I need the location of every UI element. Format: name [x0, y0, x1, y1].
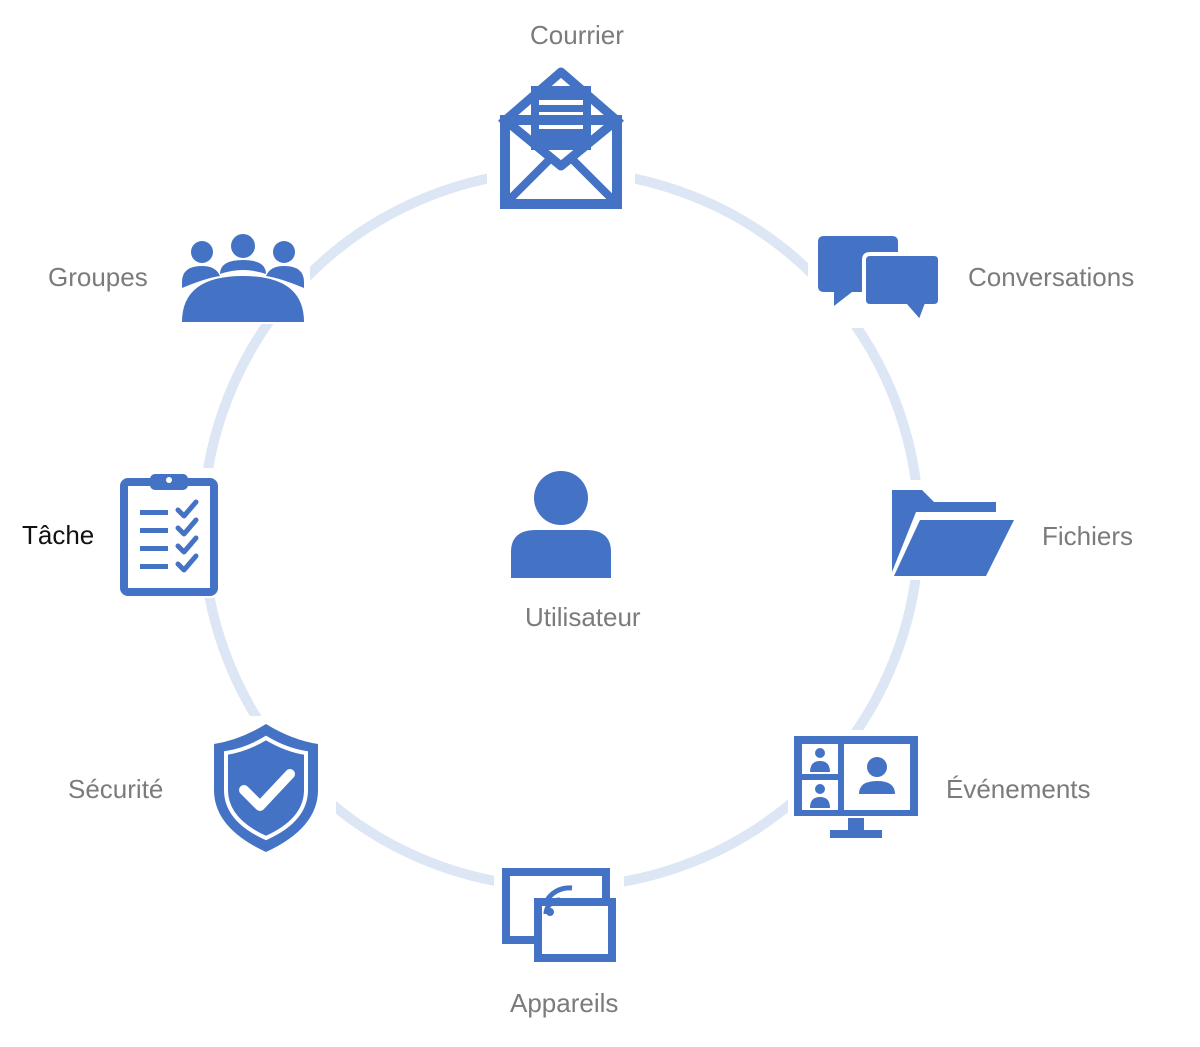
clipboard-checklist-icon: [114, 468, 224, 598]
cast-devices-icon: [494, 862, 624, 966]
envelope-icon: [487, 64, 635, 212]
node-label-events: Événements: [946, 774, 1091, 804]
node-label-mail: Courrier: [530, 20, 624, 50]
shield-check-icon: [196, 716, 336, 862]
person-icon: [506, 468, 616, 580]
node-label-security: Sécurité: [68, 774, 164, 804]
center-label: Utilisateur: [525, 602, 641, 632]
node-label-files: Fichiers: [1042, 521, 1134, 551]
video-meeting-icon: [788, 730, 924, 842]
folder-icon: [880, 480, 1020, 580]
chat-bubbles-icon: [808, 228, 948, 328]
node-label-tasks: Tâche: [22, 520, 95, 550]
group-icon: [176, 230, 310, 324]
node-label-conversations: Conversations: [968, 262, 1135, 292]
node-label-groups: Groupes: [48, 262, 148, 292]
node-label-devices: Appareils: [510, 988, 619, 1018]
